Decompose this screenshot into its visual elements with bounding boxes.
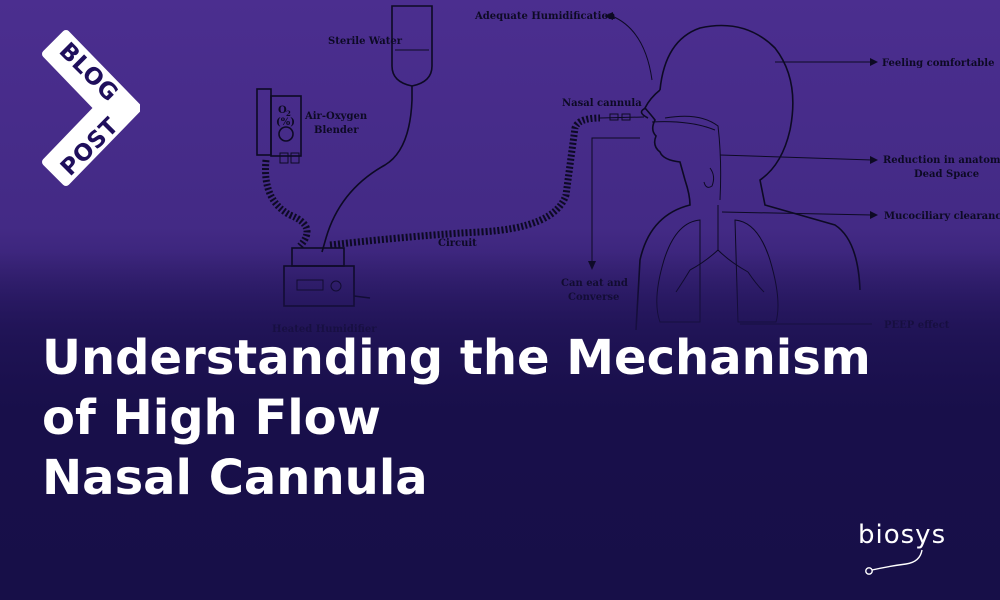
title-line-2: of High Flow [42, 390, 381, 446]
label-nasal-cannula: Nasal cannula [562, 98, 642, 109]
stethoscope-icon [865, 549, 923, 575]
heated-humidifier [283, 247, 371, 307]
patient-silhouette [635, 24, 861, 331]
label-dead-space-line2: Dead Space [914, 169, 979, 180]
biosys-logo: biosys [850, 516, 960, 576]
label-adequate-humidification: Adequate Humidification [474, 11, 616, 22]
page-title: Understanding the Mechanism of High Flow… [42, 328, 962, 508]
label-eat-line2: Converse [568, 292, 619, 303]
label-circuit: Circuit [438, 238, 477, 249]
label-blender-line1: Air-Oxygen [304, 111, 368, 122]
title-line-1: Understanding the Mechanism [42, 330, 871, 386]
blog-post-badge: BLOG POST [42, 30, 140, 186]
label-dead-space-line1: Reduction in anatomical [883, 155, 1000, 166]
label-sterile-water: Sterile Water [328, 36, 403, 47]
label-blender-line2: Blender [314, 125, 359, 136]
label-mucociliary: Mucociliary clearance [884, 211, 1000, 222]
title-line-3: Nasal Cannula [42, 450, 428, 506]
label-eat-line1: Can eat and [561, 278, 628, 289]
brand-name: biosys [858, 520, 947, 550]
label-feeling-comfortable: Feeling comfortable [882, 58, 994, 69]
label-percent: (%) [276, 117, 295, 128]
